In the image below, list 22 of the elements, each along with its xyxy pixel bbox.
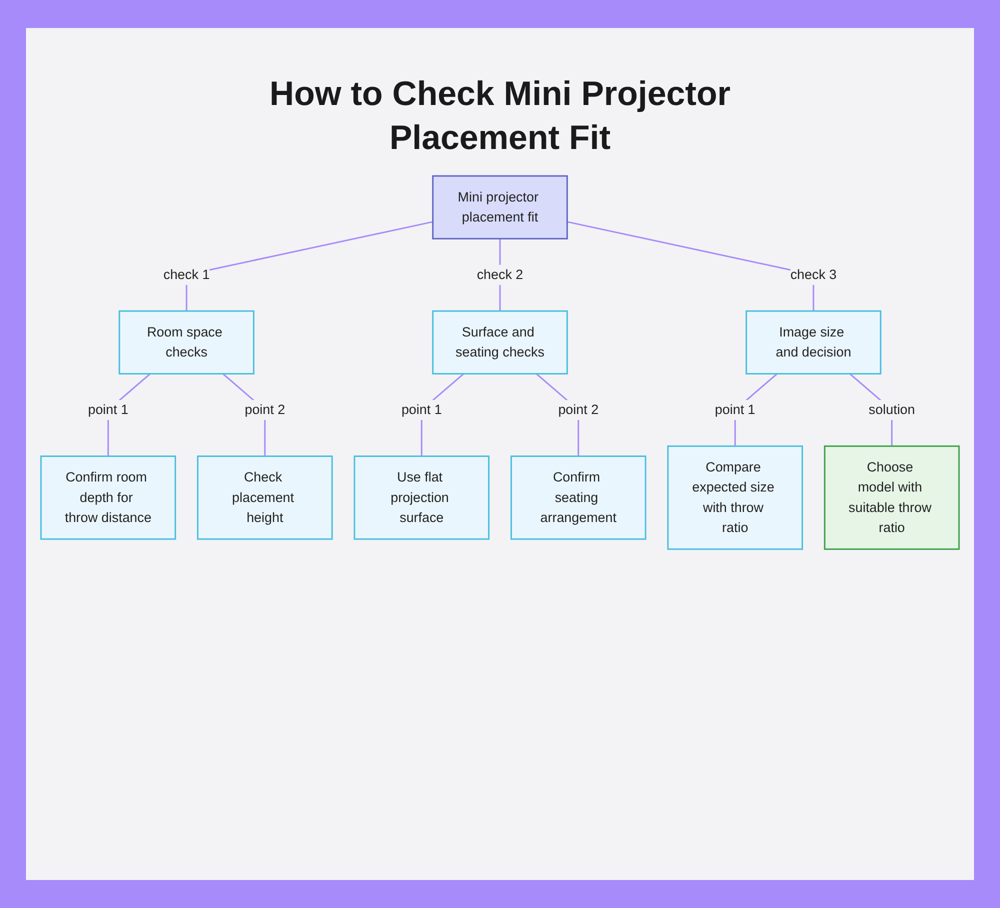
edge-label: point 2 [558, 402, 599, 418]
node-box: Check placement height [196, 456, 333, 540]
node-box: Confirm room depth for throw distance [40, 456, 176, 540]
node-box: Use flat projection surface [354, 456, 490, 540]
node-box: Choose model with suitable throw ratio [824, 446, 960, 550]
edge-label: point 2 [244, 402, 286, 418]
edge-label: point 1 [88, 402, 128, 418]
diagram-title: How to Check Mini Projector Placement Fit [268, 74, 732, 160]
node-box: Surface and seating checks [432, 310, 568, 375]
edge-label: check 3 [790, 267, 837, 282]
node-box: Room space checks [118, 310, 254, 375]
node-box: Mini projector placement fit [432, 176, 568, 240]
connector [186, 221, 433, 312]
edge-label: solution [868, 402, 915, 418]
connector [567, 221, 814, 312]
node-box: Image size and decision [746, 310, 882, 375]
edge-label: point 1 [401, 402, 442, 418]
node-box: Confirm seating arrangement [510, 456, 646, 540]
edge-label: point 1 [714, 402, 756, 418]
node-box: Compare expected size with throw ratio [667, 446, 804, 550]
edge-label: check 2 [476, 267, 524, 282]
edge-label: check 1 [163, 267, 210, 282]
